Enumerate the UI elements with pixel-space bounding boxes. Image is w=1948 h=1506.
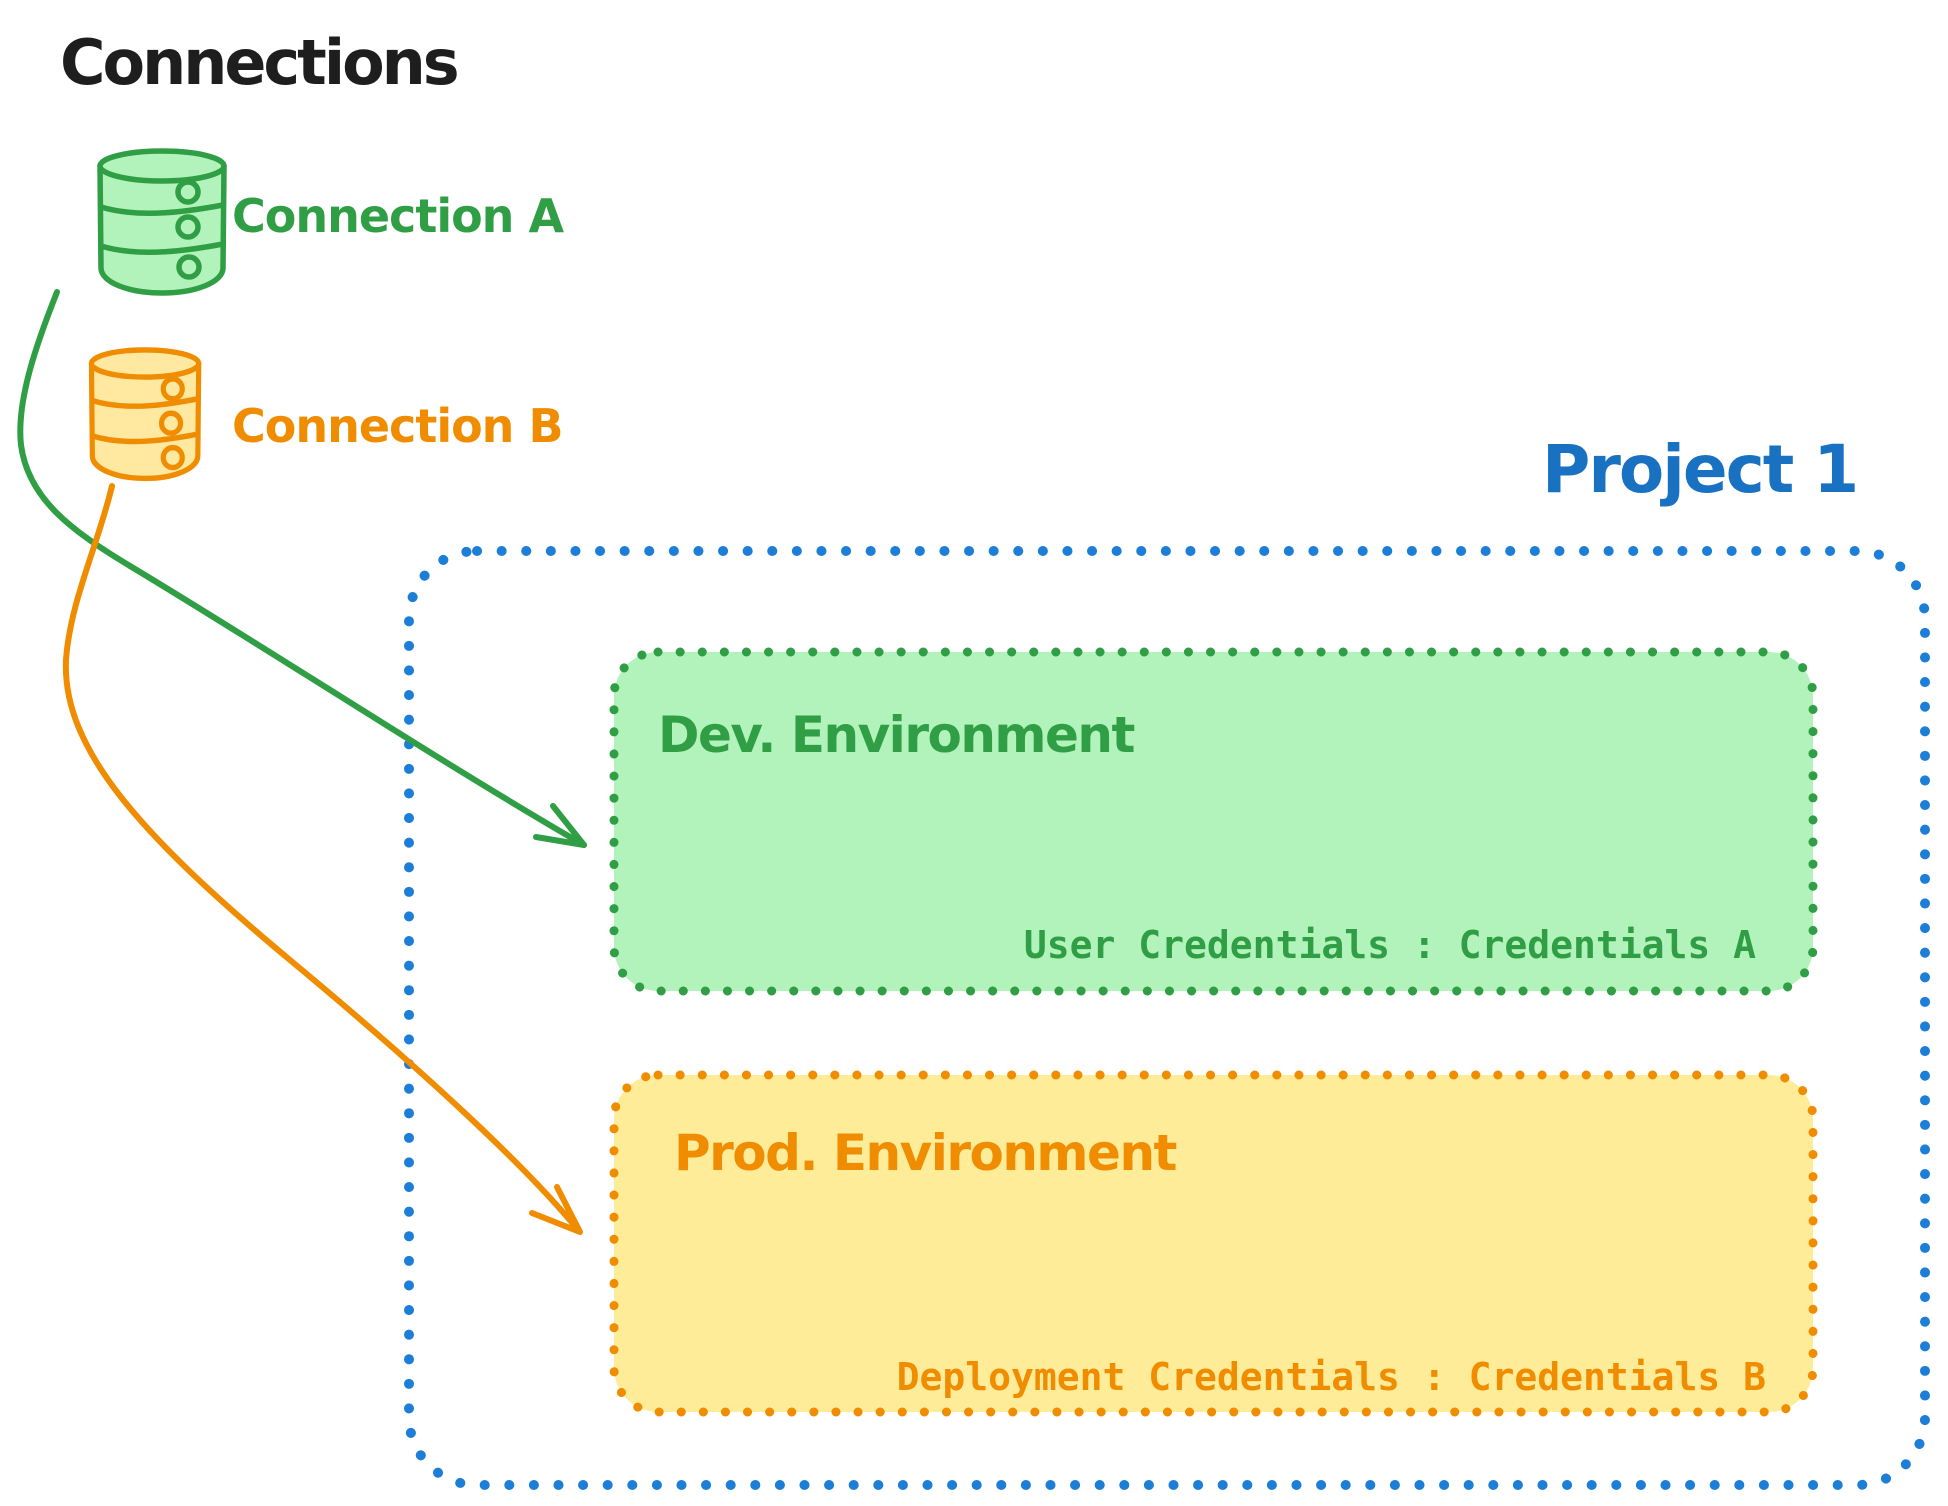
database-led: [176, 254, 202, 280]
prod-environment-title[interactable]: Prod. Environment: [674, 1124, 1178, 1182]
project-title[interactable]: Project 1: [1542, 431, 1859, 508]
database-led: [160, 376, 185, 402]
dev-environment-credentials[interactable]: User Credentials : Credentials A: [1024, 923, 1756, 967]
project-border[interactable]: [404, 546, 1930, 1490]
database-outline: [97, 163, 227, 296]
arrow-connection-b-to-prod[interactable]: [62, 483, 583, 1235]
connections-heading[interactable]: Connections: [60, 26, 460, 99]
arrow-shaft: [17, 289, 587, 848]
prod-environment-credentials[interactable]: Deployment Credentials : Credentials B: [897, 1355, 1766, 1399]
database-divider: [98, 241, 226, 255]
connection-a-label[interactable]: Connection A: [232, 189, 565, 243]
database-body-fill: [100, 151, 224, 293]
prod-environment-rect[interactable]: [609, 1070, 1818, 1417]
database-divider: [89, 431, 201, 445]
database-divider: [98, 202, 226, 216]
arrow-head: [529, 1184, 583, 1235]
connection-b-label[interactable]: Connection B: [232, 399, 564, 453]
dev-environment-title[interactable]: Dev. Environment: [658, 706, 1136, 764]
arrow-shaft: [62, 483, 581, 1233]
database-led: [160, 444, 185, 471]
dev-environment-box[interactable]: Dev. Environment User Credentials : Cred…: [609, 647, 1818, 996]
database-led: [175, 214, 201, 240]
database-led: [175, 179, 201, 205]
dev-environment-rect[interactable]: [609, 647, 1818, 996]
prod-environment-box[interactable]: Prod. Environment Deployment Credentials…: [609, 1070, 1818, 1417]
database-divider: [89, 396, 201, 409]
database-led: [158, 410, 184, 436]
database-cylinder-icon[interactable]: [88, 347, 202, 482]
database-outline: [88, 360, 202, 482]
arrow-head: [533, 803, 587, 848]
database-cylinder-icon[interactable]: [97, 148, 227, 296]
arrow-connection-a-to-dev[interactable]: [17, 289, 587, 848]
project-container[interactable]: Project 1: [404, 431, 1930, 1490]
